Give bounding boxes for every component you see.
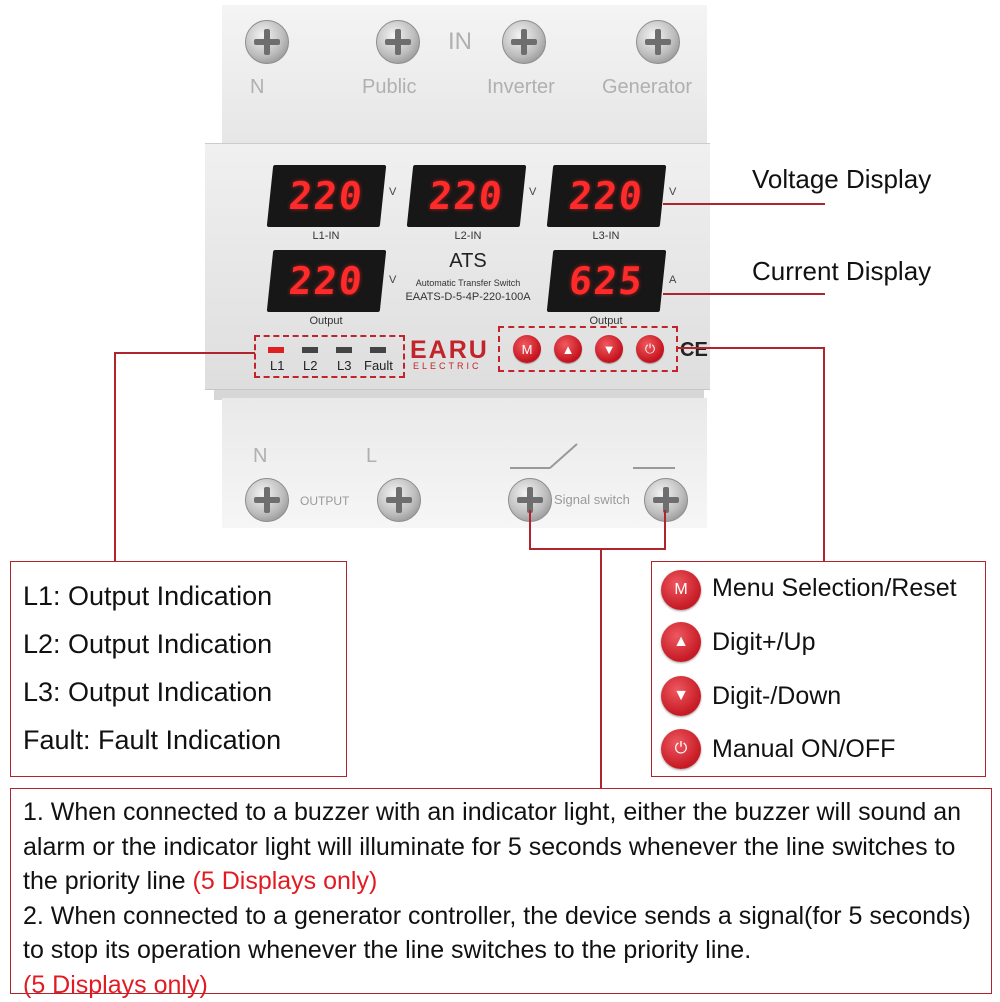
- display-l2-caption: L2-IN: [454, 230, 482, 242]
- signal-connector-left: [529, 510, 531, 549]
- display-l1-in: 220: [266, 165, 387, 227]
- terminal-label-public: Public: [362, 76, 417, 98]
- power-button[interactable]: ⏻: [636, 335, 664, 363]
- terminal-screw-public: [376, 20, 420, 64]
- legend-l3: L3: Output Indication: [23, 677, 273, 707]
- voltage-callout-line: [663, 203, 825, 205]
- display-output-voltage: 220: [266, 250, 387, 312]
- menu-button[interactable]: M: [513, 335, 541, 363]
- legend-l1: L1: Output Indication: [23, 581, 273, 611]
- legend-down-label: Digit-/Down: [712, 682, 842, 710]
- display-output-current: 625: [546, 250, 667, 312]
- display-output-voltage-caption: Output: [309, 315, 343, 327]
- terminal-label-n: N: [250, 76, 265, 98]
- display-l1-unit: V: [389, 186, 397, 198]
- legend-up-label: Digit+/Up: [712, 628, 816, 656]
- note-2-red: (5 Displays only): [23, 970, 208, 999]
- signal-connector-right: [664, 510, 666, 549]
- led-connector-v: [114, 352, 116, 562]
- in-label: IN: [448, 28, 472, 55]
- switch-symbol: [510, 443, 675, 469]
- display-l3-unit: V: [669, 186, 677, 198]
- led-indicator-group: [254, 335, 405, 378]
- legend-power-button-icon: ⏻: [661, 729, 701, 769]
- legend-power-label: Manual ON/OFF: [712, 735, 896, 763]
- device-bottom-section: [222, 398, 707, 528]
- up-button[interactable]: ▲: [554, 335, 582, 363]
- led-label-l1: L1: [270, 358, 285, 373]
- led-l3: [336, 347, 352, 353]
- display-l2-in: 220: [406, 165, 527, 227]
- led-l2: [302, 347, 318, 353]
- ce-mark: CE: [680, 339, 708, 361]
- down-button[interactable]: ▼: [595, 335, 623, 363]
- terminal-screw-generator: [636, 20, 680, 64]
- led-label-fault: Fault: [364, 358, 393, 373]
- legend-up-button-icon: ▲: [661, 622, 701, 662]
- m-icon: M: [521, 341, 533, 357]
- terminal-screw-n-in: [245, 20, 289, 64]
- down-triangle-icon: ▼: [673, 687, 689, 704]
- voltage-display-callout: Voltage Display: [752, 164, 932, 194]
- output-screw-n: [245, 478, 289, 522]
- power-icon: ⏻: [644, 341, 656, 356]
- output-screw-l: [377, 478, 421, 522]
- device-shelf: [214, 388, 704, 400]
- button-connector-v: [823, 347, 825, 562]
- signal-connector-h: [529, 548, 666, 550]
- legend-fault: Fault: Fault Indication: [23, 725, 282, 755]
- led-connector-h: [114, 352, 255, 354]
- terminal-screw-inverter: [502, 20, 546, 64]
- legend-l2: L2: Output Indication: [23, 629, 273, 659]
- m-icon: M: [674, 581, 688, 598]
- note-2-text: 2. When connected to a generator control…: [23, 901, 971, 965]
- display-l1-caption: L1-IN: [312, 230, 340, 242]
- brand-sub: ELECTRIC: [413, 361, 482, 371]
- display-output-current-caption: Output: [589, 315, 623, 327]
- signal-switch-label: Signal switch: [554, 492, 630, 507]
- signal-screw-2: [644, 478, 688, 522]
- note-1-text: 1. When connected to a buzzer with an in…: [23, 798, 962, 895]
- note-1-red: (5 Displays only): [192, 867, 378, 895]
- output-label: OUTPUT: [300, 494, 350, 508]
- up-triangle-icon: ▲: [561, 341, 575, 357]
- led-label-l2: L2: [303, 358, 318, 373]
- current-display-callout: Current Display: [752, 256, 932, 286]
- device-subtitle: Automatic Transfer Switch: [415, 278, 521, 288]
- display-l2-unit: V: [529, 186, 537, 198]
- led-l1: [268, 347, 284, 353]
- output-terminal-label-l: L: [366, 445, 378, 467]
- button-connector-h: [678, 347, 825, 349]
- legend-m-button-icon: M: [661, 570, 701, 610]
- up-triangle-icon: ▲: [673, 633, 689, 650]
- display-l3-in: 220: [546, 165, 667, 227]
- device-model: EAATS-D-5-4P-220-100A: [405, 291, 531, 303]
- legend-menu-label: Menu Selection/Reset: [712, 574, 957, 602]
- power-icon: ⏻: [674, 740, 688, 757]
- button-legend-box: [651, 561, 986, 777]
- notes-box: 1. When connected to a buzzer with an in…: [10, 788, 992, 999]
- led-fault: [370, 347, 386, 353]
- display-output-voltage-unit: V: [389, 274, 397, 286]
- current-callout-line: [663, 293, 825, 295]
- display-l3-caption: L3-IN: [592, 230, 620, 242]
- device-top-section: [222, 5, 707, 148]
- signal-connector-down: [600, 548, 602, 789]
- led-legend-box: [10, 561, 347, 777]
- device-title: ATS: [449, 250, 487, 272]
- display-output-current-unit: A: [669, 274, 677, 286]
- terminal-label-inverter: Inverter: [487, 76, 555, 98]
- legend-down-button-icon: ▼: [661, 676, 701, 716]
- led-label-l3: L3: [337, 358, 352, 373]
- brand-logo: EARU: [410, 336, 489, 364]
- terminal-label-generator: Generator: [602, 76, 693, 98]
- output-terminal-label-n: N: [253, 445, 268, 467]
- down-triangle-icon: ▼: [602, 341, 616, 357]
- panel-button-group: [498, 326, 678, 372]
